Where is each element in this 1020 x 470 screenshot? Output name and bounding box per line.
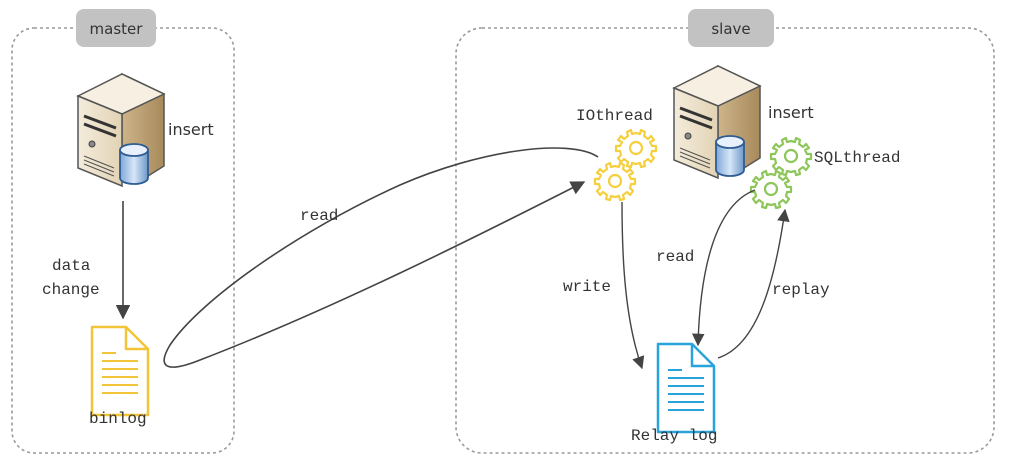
master-server-icon	[76, 72, 166, 188]
slave-server-icon	[672, 64, 762, 180]
data-change-label-line1: data	[52, 257, 91, 275]
read-binlog-arrow	[163, 147, 599, 368]
write-label: write	[563, 278, 611, 296]
sql-thread-label: SQLthread	[814, 149, 900, 167]
binlog-document-icon	[90, 325, 150, 417]
read-relay-arrow	[692, 189, 756, 347]
master-tag-label: master	[90, 20, 144, 38]
io-thread-gears-icon	[593, 128, 658, 202]
master-container: master	[11, 9, 235, 454]
write-arrow	[621, 201, 645, 370]
relay-log-document-icon	[656, 342, 716, 434]
io-thread-label: IOthread	[576, 107, 653, 125]
binlog-label: binlog	[89, 410, 147, 428]
read-binlog-label: read	[300, 207, 338, 225]
master-dashed-border	[11, 27, 235, 454]
master-server-label: insert	[168, 120, 214, 139]
master-tag	[76, 9, 156, 47]
slave-server-label: insert	[768, 103, 814, 122]
replay-arrow	[717, 208, 790, 359]
relay-log-label: Relay log	[631, 427, 717, 445]
data-change-label-line2: change	[42, 281, 100, 299]
slave-container: slave	[455, 9, 995, 454]
slave-tag-label: slave	[711, 20, 750, 38]
slave-tag	[688, 9, 774, 47]
read-relay-label: read	[656, 248, 694, 266]
replay-label: replay	[772, 281, 830, 299]
